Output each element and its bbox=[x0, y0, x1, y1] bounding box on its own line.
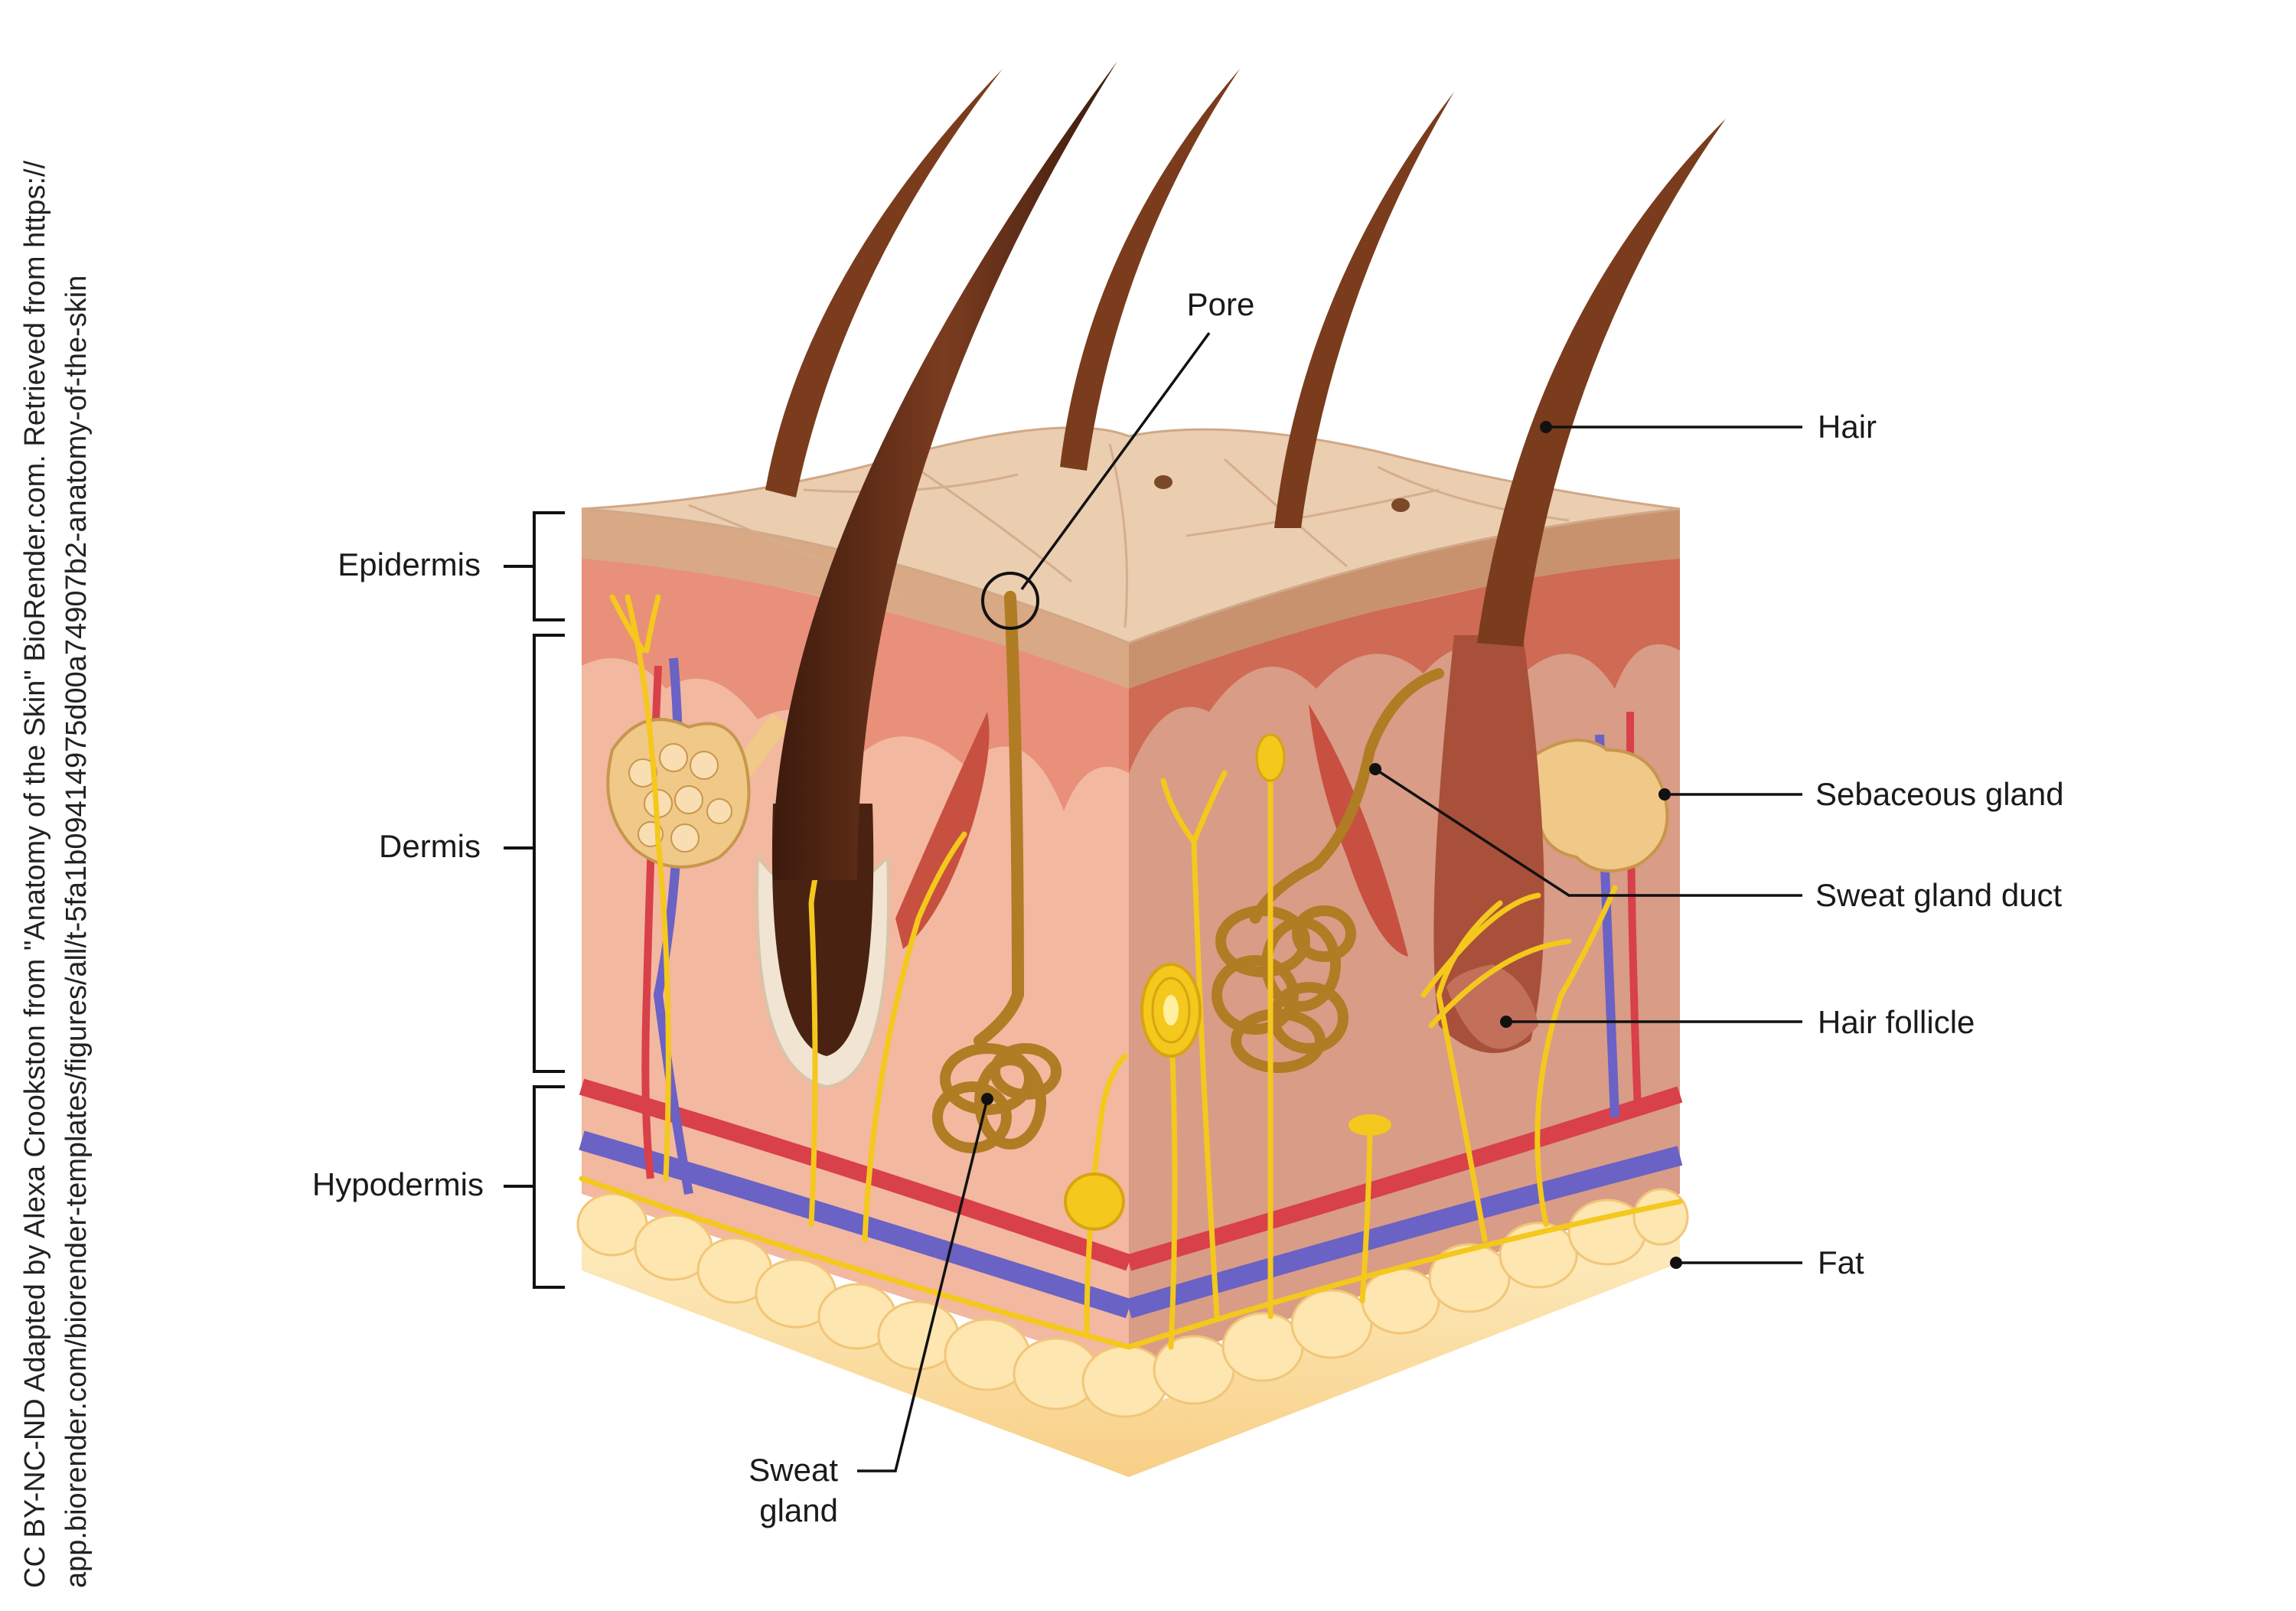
epidermis-label: Epidermis bbox=[338, 546, 481, 582]
dermis-label: Dermis bbox=[379, 828, 481, 864]
pore-label: Pore bbox=[1187, 286, 1255, 322]
pore-highlight-circle bbox=[981, 572, 1039, 630]
papillary-dermis-right bbox=[1129, 543, 1680, 773]
credit-line-1: CC BY-NC-ND Adapted by Alexa Crookston f… bbox=[19, 160, 51, 1588]
sweat-duct-right bbox=[1250, 668, 1444, 924]
meissner-corpuscle-1 bbox=[1064, 1172, 1125, 1231]
hair-shafts bbox=[765, 61, 1726, 880]
hair-follicle-label: Hair follicle bbox=[1818, 1004, 1975, 1040]
sebaceous-gland-label: Sebaceous gland bbox=[1815, 776, 2064, 812]
leader-lines bbox=[857, 331, 1802, 1472]
artery-band-left bbox=[579, 1078, 1132, 1271]
sweat-gland-label-line2: gland bbox=[759, 1492, 838, 1528]
nerves bbox=[579, 594, 1683, 1350]
vein-band-right bbox=[1126, 1146, 1683, 1319]
layer-brackets bbox=[504, 511, 565, 1289]
epidermis-side-right bbox=[1129, 509, 1680, 689]
vein-band-left bbox=[579, 1130, 1132, 1319]
hypodermis-label: Hypodermis bbox=[312, 1166, 484, 1202]
skin-block bbox=[576, 61, 1726, 1477]
sweat-gland-label-line1: Sweat bbox=[748, 1452, 838, 1488]
credit-line-2: app.biorender.com/biorender-templates/fi… bbox=[60, 276, 93, 1588]
sweat-duct-left bbox=[974, 591, 1025, 1047]
meissner-corpuscle-2 bbox=[1255, 733, 1286, 782]
arrector-muscle-left bbox=[895, 712, 990, 949]
hair-label: Hair bbox=[1818, 409, 1877, 445]
sweat-gland-coil-left bbox=[932, 1043, 1062, 1153]
sweat-gland-duct-label: Sweat gland duct bbox=[1815, 877, 2063, 913]
fat-layer bbox=[582, 1209, 1680, 1477]
fat-cells bbox=[576, 1188, 1689, 1418]
arrector-muscle-right bbox=[1309, 704, 1408, 957]
free-nerve-ending bbox=[1349, 1114, 1391, 1136]
sweat-gland-coil-right bbox=[1212, 905, 1356, 1073]
fat-label: Fat bbox=[1818, 1244, 1864, 1280]
sebaceous-gland-left bbox=[606, 713, 790, 869]
